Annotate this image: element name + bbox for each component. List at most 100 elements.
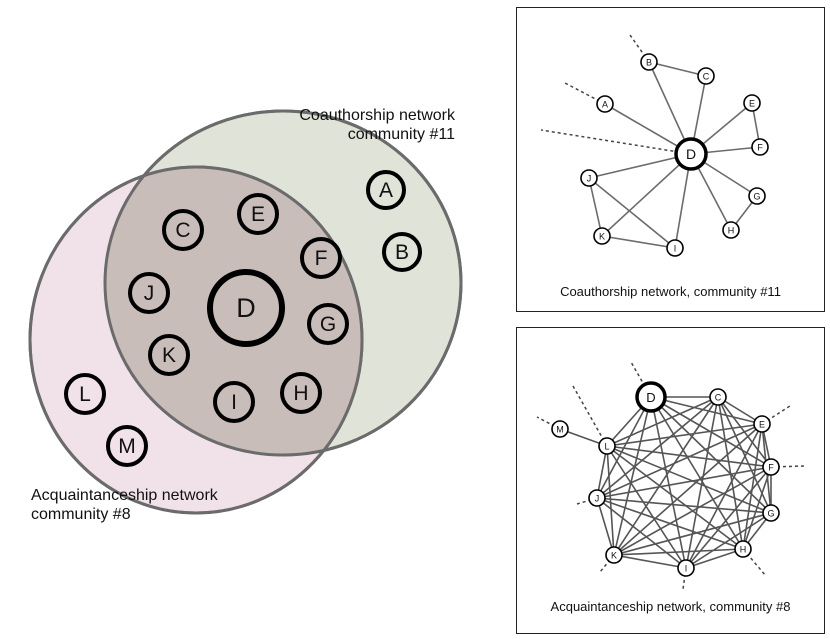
- acquaintanceship-edge-f-j: [596, 466, 772, 499]
- venn-node-e: E: [237, 193, 279, 235]
- acquaintanceship-edge-d-i: [650, 396, 687, 569]
- venn-node-b: B: [382, 232, 422, 272]
- venn-node-g: G: [307, 303, 349, 345]
- coauthorship-edge-k-d: [601, 153, 692, 237]
- coauthorship-node-label-c: C: [703, 72, 710, 82]
- coauthorship-node-label-f: F: [757, 143, 763, 153]
- coauthorship-venn-label-line1: Coauthorship network: [299, 107, 455, 124]
- venn-node-d: D: [207, 269, 285, 347]
- acquaintanceship-node-d: D: [635, 381, 667, 413]
- acquaintanceship-edge-j-l: [596, 445, 608, 499]
- acquaintanceship-edge-k-l: [606, 445, 615, 556]
- acquaintanceship-node-label-f: F: [768, 463, 774, 473]
- coauthorship-venn-label: Coauthorship network community #11: [230, 106, 455, 144]
- acquaintanceship-node-h: H: [734, 540, 752, 558]
- acquaintanceship-node-label-l: L: [604, 442, 609, 452]
- coauthorship-venn-label-line2: community #11: [347, 126, 455, 143]
- acquaintanceship-edge-f-i: [685, 466, 772, 569]
- acquaintanceship-node-label-m: M: [556, 425, 564, 435]
- acquaintanceship-edge-h-k: [613, 548, 744, 556]
- acquaintanceship-edge-h-i: [685, 548, 744, 569]
- venn-node-label-g: G: [320, 313, 336, 336]
- coauthorship-edge-j-i: [588, 177, 676, 249]
- coauthorship-node-g: G: [748, 187, 766, 205]
- acquaintanceship-edge-c-l: [606, 396, 719, 447]
- acquaintanceship-edge-c-k: [613, 396, 719, 556]
- acquaintanceship-venn-label-line1: Acquaintanceship network: [31, 487, 218, 504]
- acquaintanceship-venn-label: Acquaintanceship network community #8: [31, 486, 271, 524]
- acquaintanceship-node-label-i: I: [685, 564, 688, 574]
- venn-node-f: F: [300, 237, 342, 279]
- coauthorship-edge-j-d: [588, 153, 692, 179]
- acquaintanceship-node-m: M: [551, 420, 569, 438]
- coauthorship-node-d: D: [674, 137, 708, 171]
- acquaintanceship-node-label-d: D: [646, 390, 655, 405]
- acquaintanceship-node-k: K: [605, 546, 623, 564]
- acquaintanceship-edge-h-j: [596, 497, 744, 550]
- venn-node-label-j: J: [144, 282, 155, 305]
- venn-node-a: A: [366, 170, 406, 210]
- venn-node-i: I: [213, 381, 255, 423]
- coauthorship-node-label-i: I: [674, 244, 677, 254]
- venn-node-label-m: M: [118, 435, 136, 458]
- acquaintanceship-external-link-6: [599, 554, 615, 573]
- coauthorship-node-label-h: H: [728, 226, 735, 236]
- coauthorship-node-c: C: [697, 67, 715, 85]
- acquaintanceship-node-label-g: G: [767, 509, 774, 519]
- acquaintanceship-edge-e-j: [596, 423, 763, 499]
- coauthorship-node-label-j: J: [587, 174, 592, 184]
- coauthorship-node-j: J: [580, 169, 598, 187]
- acquaintanceship-edge-g-j: [596, 497, 772, 514]
- coauthorship-edge-b-d: [648, 61, 692, 155]
- coauthorship-node-a: A: [596, 95, 614, 113]
- acquaintanceship-node-l: L: [598, 437, 616, 455]
- acquaintanceship-network-graph: D C E F G H I K J L M: [536, 361, 805, 590]
- venn-diagram: A B C D E F G H I J KLM: [28, 109, 463, 515]
- acquaintanceship-edge-c-j: [596, 396, 719, 499]
- acquaintanceship-edge-f-l: [606, 445, 772, 468]
- venn-node-label-d: D: [236, 293, 256, 323]
- venn-node-label-f: F: [315, 247, 328, 270]
- venn-node-l: L: [64, 373, 106, 415]
- coauthorship-network-caption: Coauthorship network, community #11: [560, 284, 781, 299]
- coauthorship-node-e: E: [743, 94, 761, 112]
- acquaintanceship-edge-g-l: [606, 445, 772, 514]
- venn-node-k: K: [148, 334, 190, 376]
- coauthorship-node-label-k: K: [599, 232, 605, 242]
- acquaintanceship-edge-d-h: [650, 396, 744, 550]
- acquaintanceship-edge-e-l: [606, 423, 763, 447]
- acquaintanceship-node-label-k: K: [611, 551, 617, 561]
- coauthorship-node-label-e: E: [749, 99, 755, 109]
- acquaintanceship-edge-h-l: [606, 445, 744, 550]
- venn-node-h: H: [280, 372, 322, 414]
- venn-node-m: M: [106, 425, 148, 467]
- coauthorship-node-k: K: [593, 227, 611, 245]
- acquaintanceship-external-link-9: [536, 416, 561, 430]
- acquaintanceship-edge-e-i: [685, 423, 763, 569]
- coauthorship-node-f: F: [751, 138, 769, 156]
- venn-node-j: J: [128, 272, 170, 314]
- coauthorship-node-label-d: D: [686, 146, 696, 162]
- coauthorship-network-graph: A B C D E F G H I J K: [540, 34, 769, 257]
- coauthorship-node-h: H: [722, 221, 740, 239]
- acquaintanceship-edge-k-j: [596, 497, 615, 556]
- acquaintanceship-node-i: I: [677, 559, 695, 577]
- coauthorship-node-i: I: [666, 239, 684, 257]
- venn-node-label-e: E: [251, 203, 265, 226]
- acquaintanceship-edge-c-h: [717, 396, 744, 550]
- acquaintanceship-node-label-e: E: [759, 420, 765, 430]
- acquaintanceship-node-label-h: H: [740, 545, 747, 555]
- coauthorship-edge-j-k: [588, 177, 603, 237]
- acquaintanceship-node-f: F: [762, 458, 780, 476]
- venn-node-label-h: H: [293, 382, 308, 405]
- acquaintanceship-node-c: C: [709, 388, 727, 406]
- coauthorship-node-label-g: G: [753, 192, 760, 202]
- coauthorship-node-label-b: B: [646, 58, 652, 68]
- acquaintanceship-network-caption: Acquaintanceship network, community #8: [550, 599, 791, 614]
- venn-node-label-a: A: [379, 179, 393, 202]
- acquaintanceship-node-label-c: C: [715, 393, 722, 403]
- venn-node-c: C: [162, 209, 204, 251]
- acquaintanceship-node-j: J: [588, 489, 606, 507]
- acquaintanceship-edge-d-k: [613, 396, 652, 556]
- coauthorship-node-b: B: [640, 53, 658, 71]
